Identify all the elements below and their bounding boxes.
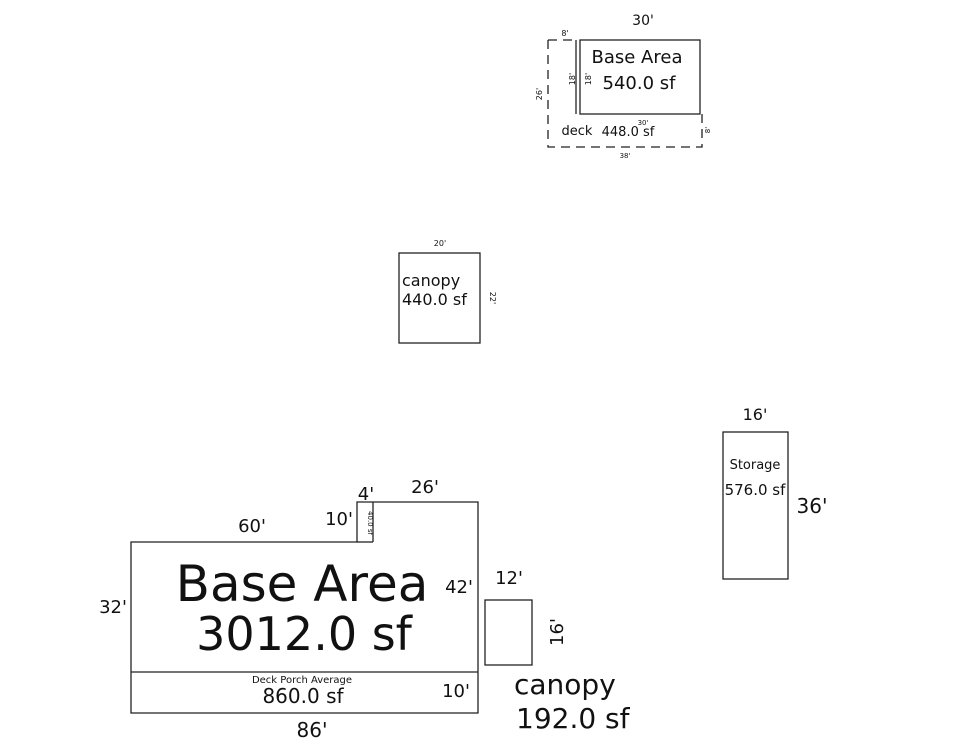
small-canopy: 12' 16' canopy 192.0 sf (484, 568, 631, 735)
main-step-height-dim: 10' (325, 509, 353, 530)
main-bottom-dim: 86' (297, 718, 328, 742)
guest-deck-bottom-dim: 38' (620, 152, 631, 160)
small-canopy-width-dim: 12' (495, 568, 523, 589)
storage-outline (722, 431, 789, 580)
guest-deck-right-dim: 8' (704, 127, 712, 133)
main-step-width-dim: 4' (358, 484, 374, 505)
small-canopy-label: canopy (514, 668, 616, 701)
guest-deck-area: 448.0 sf (602, 125, 655, 140)
main-right-dim: 42' (445, 577, 473, 598)
small-canopy-outline (484, 599, 533, 666)
mid-canopy: 20' 22' canopy 440.0 sf (398, 239, 497, 344)
guest-top-dim: 30' (632, 13, 654, 29)
storage-area: 576.0 sf (725, 481, 787, 499)
guest-deck-inner-dim: 30' (638, 119, 649, 127)
storage-label: Storage (730, 458, 781, 473)
small-area-value: 40.0 sf (366, 511, 374, 535)
guest-deck-outline (547, 40, 703, 148)
storage-width-dim: 16' (743, 405, 768, 424)
guest-base-area-outline (579, 39, 701, 115)
main-house: 60' 32' 10' 4' 26' 42' 86' 40.0 sf Base … (99, 477, 479, 742)
mid-canopy-label: canopy (402, 271, 460, 290)
guest-height-dim-b: 18' (584, 73, 593, 85)
guest-house: 30' 8' 26' 18' 18' Base Area 540.0 sf 30… (535, 13, 712, 160)
guest-deck-label: deck (562, 124, 593, 139)
guest-base-area-value: 540.0 sf (603, 73, 677, 94)
main-top-left-dim: 60' (238, 516, 266, 537)
mid-canopy-area: 440.0 sf (402, 290, 467, 309)
main-base-area-value: 3012.0 sf (196, 607, 414, 661)
mid-canopy-height-dim: 22' (488, 292, 497, 304)
porch-depth-dim: 10' (442, 681, 470, 702)
guest-outer-height-dim: 26' (535, 88, 544, 100)
small-canopy-height-dim: 16' (547, 618, 568, 646)
porch-label: Deck Porch Average (252, 675, 352, 686)
small-canopy-area: 192.0 sf (516, 702, 631, 735)
porch-area: 860.0 sf (262, 684, 344, 708)
mid-canopy-width-dim: 20' (434, 239, 446, 248)
guest-base-area-label: Base Area (592, 47, 683, 68)
storage-height-dim: 36' (797, 494, 828, 518)
main-top-right-dim: 26' (411, 477, 439, 498)
main-left-dim: 32' (99, 597, 127, 618)
mid-canopy-outline (398, 252, 481, 344)
main-base-area-label: Base Area (176, 555, 429, 613)
guest-height-dim-a: 18' (568, 73, 577, 85)
storage: 16' 36' Storage 576.0 sf (722, 405, 828, 580)
guest-offset-dim: 8' (561, 29, 568, 38)
